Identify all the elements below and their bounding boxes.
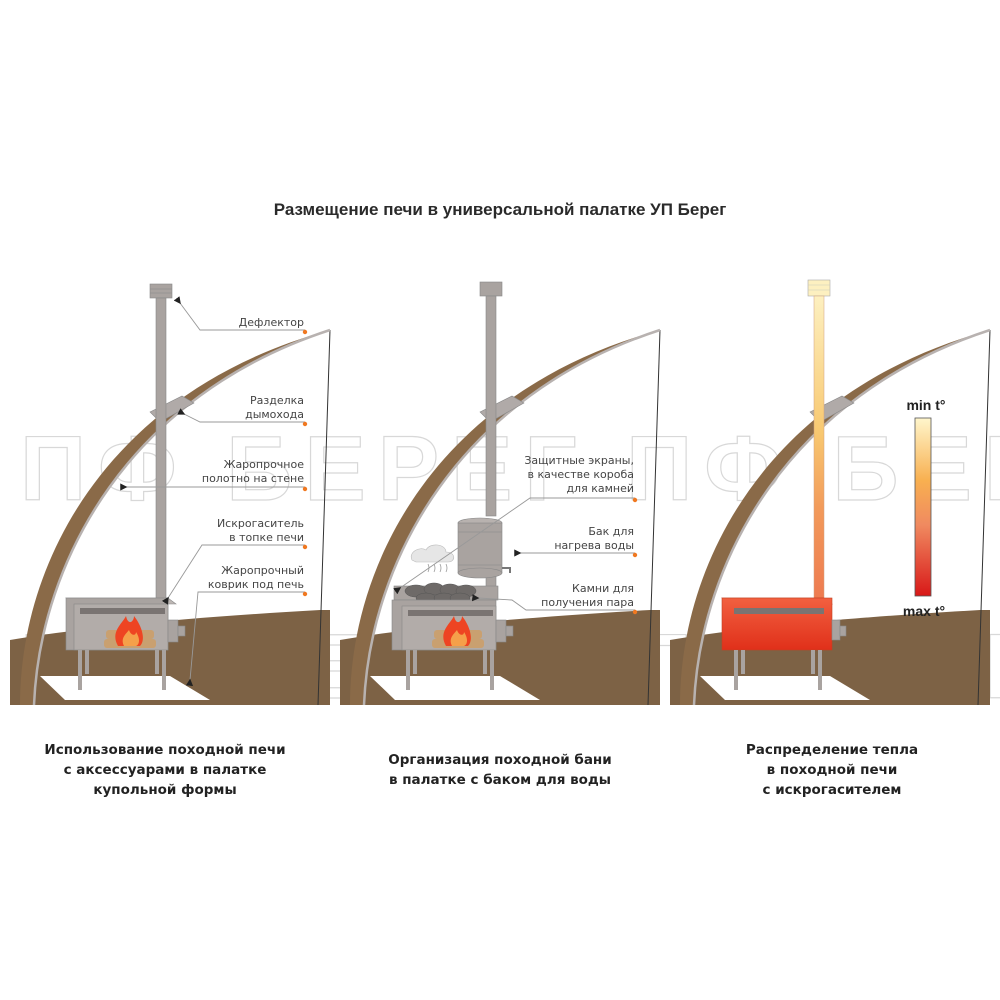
callout-dots [632,497,638,615]
page-title: Размещение печи в универсальной палатке … [273,200,727,219]
callout-screens-3: для камней [566,482,634,495]
callout-tank-2: нагрева воды [554,539,634,552]
callout-deflector: Дефлектор [239,316,304,329]
caption-line: с аксессуарами в палатке [63,762,267,778]
legend-min-label: min t° [906,397,945,413]
callout-lines [393,497,635,611]
stove [65,597,186,690]
water-tank [457,517,511,579]
callout-screens-2: в качестве короба [528,468,634,481]
callout-heat-mat-1: Жаропрочный [221,564,304,577]
callout-stones-1: Камни для [572,582,634,595]
panel-sauna: Защитные экраны, в качестве короба для к… [338,281,662,707]
legend-gradient-bar [914,417,932,597]
panel-heat-distribution: min t° max t° [668,279,992,707]
caption-line: купольной формы [93,782,237,798]
caption-line: Использование походной печи [44,742,286,758]
caption-line: Организация походной бани [388,752,612,768]
callout-lines [120,296,305,687]
temperature-legend: min t° max t° [903,397,946,619]
callout-stones-2: получения пара [541,596,634,609]
callout-heat-mat-2: коврик под печь [208,578,304,591]
caption-line: в походной печи [766,762,898,778]
callout-dots [302,329,308,597]
caption-line: с искрогасителем [762,782,902,798]
stove [391,582,514,690]
steam-icon [410,544,455,573]
caption-dome-tent: Использование походной печи с аксессуара… [5,740,325,800]
callout-labels: Дефлектор Разделка дымохода Жаропрочное … [202,316,304,591]
caption-sauna: Организация походной бани в палатке с ба… [340,750,660,790]
watermark: ПФ БЕРЕГ ПФ БЕРЕГ [20,418,1000,520]
callout-spark-arrester-2: в топке печи [229,531,304,544]
callout-heat-wall-2: полотно на стене [202,472,304,485]
callout-tank-1: Бак для [588,525,634,538]
panel-dome-tent: Дефлектор Разделка дымохода Жаропрочное … [8,283,332,707]
caption-line: Распределение тепла [745,742,919,758]
callout-spark-arrester-1: Искрогаситель [217,517,304,530]
caption-line: в палатке с баком для воды [388,772,612,788]
legend-max-label: max t° [903,603,945,619]
caption-heat-distribution: Распределение тепла в походной печи с ис… [672,740,992,800]
callout-chimney-cut-2: дымохода [245,408,304,421]
callout-screens-1: Защитные экраны, [524,454,634,467]
callout-chimney-cut-1: Разделка [250,394,304,407]
callout-heat-wall-1: Жаропрочное [224,458,305,471]
hot-stove [721,597,847,690]
callout-labels: Защитные экраны, в качестве короба для к… [524,454,634,609]
